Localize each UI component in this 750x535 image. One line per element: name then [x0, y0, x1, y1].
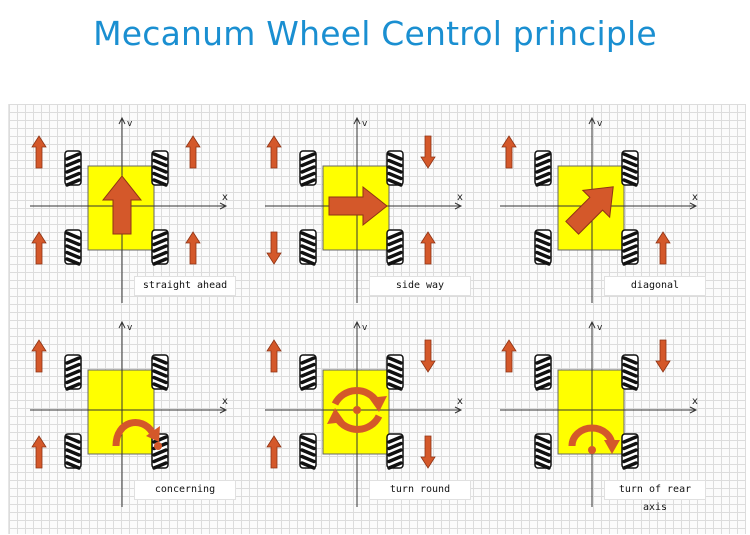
mecanum-wheel-icon — [621, 354, 639, 391]
mecanum-wheel-icon — [64, 433, 82, 470]
rotate-arrows-icon — [327, 387, 387, 433]
mecanum-wheel-icon — [151, 229, 169, 266]
y-axis-label: v — [127, 119, 133, 129]
caption: straight ahead — [134, 276, 236, 296]
arrow-up-icon — [31, 339, 47, 373]
arrow-up-icon — [266, 135, 282, 169]
caption: concerning — [134, 480, 236, 500]
x-axis-label: x — [457, 396, 463, 407]
arrow-down-icon — [266, 231, 282, 265]
arrow-up-icon — [501, 135, 517, 169]
x-axis-arrowhead — [689, 406, 698, 414]
caption: turn of rear axis — [604, 480, 706, 513]
x-axis-arrowhead — [454, 202, 463, 210]
x-axis-label: x — [222, 396, 228, 407]
x-axis-arrowhead — [219, 202, 228, 210]
x-axis-arrowhead — [454, 406, 463, 414]
mecanum-wheel-icon — [299, 433, 317, 470]
arrow-down-icon — [420, 135, 436, 169]
panel-diagram: xv — [265, 320, 463, 507]
panel-diagram: xv — [30, 116, 228, 303]
mecanum-wheel-icon — [386, 354, 404, 391]
y-axis-arrowhead — [588, 116, 596, 125]
panel-diagram: xv — [265, 116, 463, 303]
mecanum-wheel-icon — [64, 354, 82, 391]
arrow-up-icon — [655, 231, 671, 265]
arrow-down-icon — [420, 435, 436, 469]
y-axis-arrowhead — [118, 320, 126, 329]
arrow-up-icon — [31, 435, 47, 469]
mecanum-wheel-icon — [386, 150, 404, 187]
arrow-up-icon — [266, 435, 282, 469]
arrow-down-icon — [655, 339, 671, 373]
arrow-up-icon — [185, 135, 201, 169]
big-arrow-up-icon — [101, 175, 143, 235]
x-axis-label: x — [457, 192, 463, 203]
axes: xv — [30, 320, 228, 507]
robot-body — [87, 369, 155, 455]
arrow-up-icon — [31, 231, 47, 265]
mecanum-wheel-icon — [534, 229, 552, 266]
y-axis-label: v — [127, 323, 133, 333]
mecanum-wheel-icon — [151, 150, 169, 187]
mecanum-wheel-icon — [621, 433, 639, 470]
curve-arrow-icon — [112, 419, 162, 450]
mecanum-wheel-icon — [64, 229, 82, 266]
mecanum-wheel-icon — [151, 433, 169, 470]
mecanum-wheel-icon — [386, 433, 404, 470]
big-arrow-diagonal-icon — [565, 186, 614, 235]
arrow-up-icon — [501, 339, 517, 373]
rear-axis-arrow-icon — [568, 424, 620, 454]
page-title: Mecanum Wheel Centrol principle — [93, 14, 657, 53]
y-axis-arrowhead — [588, 320, 596, 329]
x-axis-label: x — [692, 192, 698, 203]
x-axis-label: x — [222, 192, 228, 203]
y-axis-arrowhead — [353, 116, 361, 125]
mecanum-wheel-icon — [299, 229, 317, 266]
arrow-up-icon — [266, 339, 282, 373]
mecanum-wheel-icon — [621, 229, 639, 266]
arrow-up-icon — [185, 231, 201, 265]
y-axis-arrowhead — [118, 116, 126, 125]
mecanum-wheel-icon — [151, 354, 169, 391]
y-axis-label: v — [362, 119, 368, 129]
y-axis-label: v — [597, 119, 603, 129]
x-axis-arrowhead — [689, 202, 698, 210]
arrow-up-icon — [420, 231, 436, 265]
axes: xv — [265, 320, 463, 507]
mecanum-wheel-icon — [621, 150, 639, 187]
big-arrow-right-icon — [328, 185, 388, 227]
mecanum-wheel-icon — [299, 354, 317, 391]
x-axis-label: x — [692, 396, 698, 407]
y-axis-arrowhead — [353, 320, 361, 329]
caption: side way — [369, 276, 471, 296]
arrow-up-icon — [31, 135, 47, 169]
panel-diagram: xv — [500, 116, 698, 303]
mecanum-wheel-icon — [64, 150, 82, 187]
mecanum-wheel-icon — [386, 229, 404, 266]
mecanum-wheel-icon — [534, 354, 552, 391]
axes: xv — [500, 320, 698, 507]
arrow-down-icon — [420, 339, 436, 373]
caption: turn round — [369, 480, 471, 500]
caption: diagonal — [604, 276, 706, 296]
y-axis-label: v — [597, 323, 603, 333]
panel-diagram: xv — [500, 320, 698, 507]
mecanum-wheel-icon — [534, 433, 552, 470]
y-axis-label: v — [362, 323, 368, 333]
mecanum-wheel-icon — [534, 150, 552, 187]
mecanum-wheel-icon — [299, 150, 317, 187]
x-axis-arrowhead — [219, 406, 228, 414]
panel-diagram: xv — [30, 320, 228, 507]
